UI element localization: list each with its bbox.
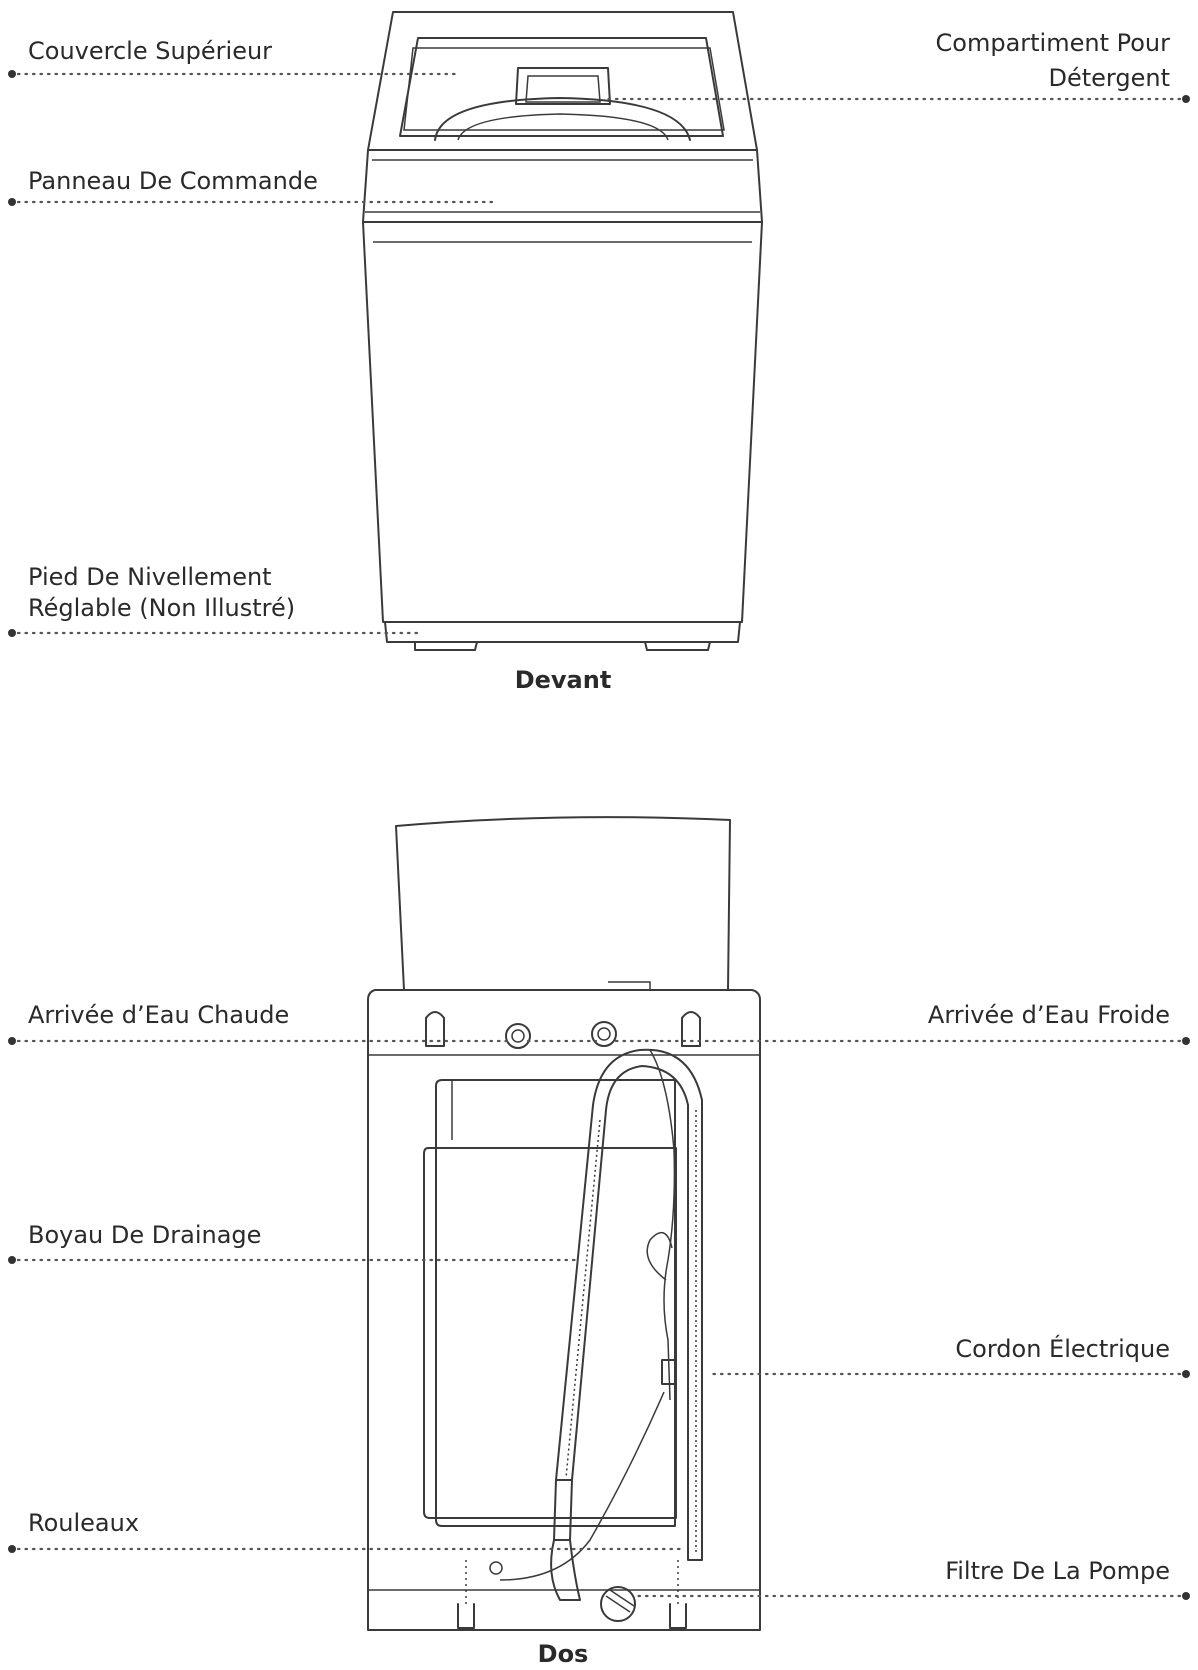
label-detergent-line1: Compartiment Pour [935, 29, 1170, 57]
caption-front: Devant [514, 666, 612, 694]
back-washer-drawing [367, 816, 761, 1631]
label-detergent-line2: Détergent [1048, 64, 1171, 92]
label-cold-water-inlet: Arrivée d’Eau Froide [927, 1001, 1170, 1029]
caption-back: Dos [537, 1640, 589, 1668]
label-hot-water-inlet: Arrivée d’Eau Chaude [28, 1001, 290, 1029]
label-drain-hose: Boyau De Drainage [28, 1221, 262, 1249]
label-top-lid: Couvercle Supérieur [28, 37, 273, 65]
label-pump-filter: Filtre De La Pompe [945, 1557, 1170, 1585]
label-leveling-foot-line2: Réglable (Non Illustré) [28, 594, 296, 622]
front-washer-drawing [362, 11, 763, 651]
label-power-cord: Cordon Électrique [955, 1335, 1170, 1363]
label-rollers: Rouleaux [28, 1509, 140, 1537]
front-leader-lines [8, 70, 1190, 637]
label-leveling-foot-line1: Pied De Nivellement [28, 563, 272, 591]
back-leader-lines [8, 1037, 1190, 1600]
label-control-panel: Panneau De Commande [28, 167, 318, 195]
